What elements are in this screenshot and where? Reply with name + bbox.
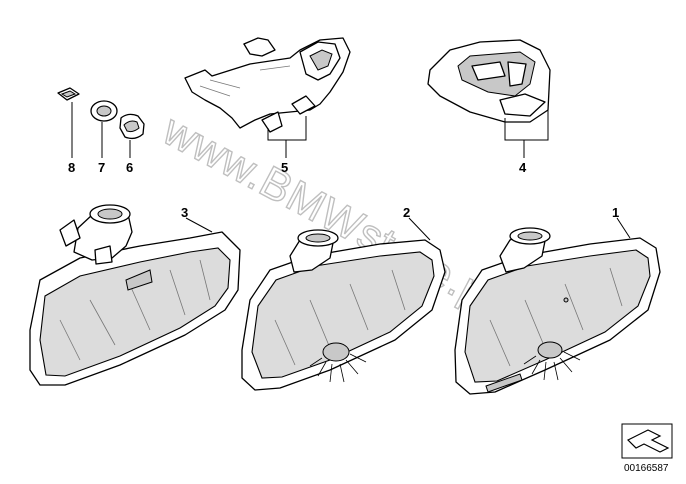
callout-7: 7: [98, 160, 105, 175]
part-7-ring: [90, 100, 118, 122]
document-id: 00166587: [624, 463, 669, 474]
light-rays-2: [309, 353, 367, 383]
callout-8: 8: [68, 160, 75, 175]
callout-3: 3: [181, 205, 188, 220]
callout-6: 6: [126, 160, 133, 175]
part-5-cover: [184, 37, 351, 133]
callout-2: 2: [403, 205, 410, 220]
doc-id-block: 00166587: [621, 423, 673, 474]
part-2-mirror: [241, 229, 446, 391]
light-rays-1: [523, 351, 581, 381]
part-6-cap: [119, 113, 145, 140]
arrow-icon: [626, 429, 670, 453]
callout-4: 4: [519, 160, 527, 175]
callout-5: 5: [281, 160, 288, 175]
part-3-mirror-housing: [29, 204, 241, 386]
part-8-clip: [57, 87, 80, 101]
part-4-housing: [427, 39, 551, 123]
part-1-mirror: [454, 227, 661, 395]
callout-1: 1: [612, 205, 619, 220]
